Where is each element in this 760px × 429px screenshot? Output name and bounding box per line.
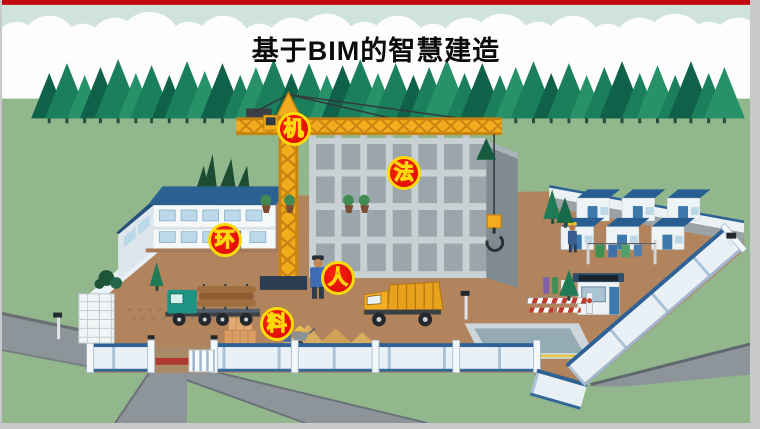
- log-truck: [165, 283, 260, 326]
- office-building: [116, 153, 291, 281]
- boom-barrier: [527, 292, 593, 314]
- camera-icon: [460, 290, 470, 296]
- cabin: [651, 217, 695, 250]
- picket-gate: [188, 349, 216, 373]
- dormitory-cabins: [560, 189, 711, 265]
- gate-camera-icon: [210, 335, 218, 340]
- white-block-stack: [78, 293, 115, 344]
- badge-method: 法: [386, 155, 421, 190]
- right-perimeter-wall: [565, 222, 748, 387]
- badge-char-material: 料: [266, 312, 287, 335]
- gate-camera-icon: [147, 335, 155, 340]
- striped-delineator: [557, 307, 581, 313]
- formwork-slab: [259, 276, 308, 290]
- slide-title: 基于BIM的智慧建造: [251, 36, 501, 66]
- gate-mat: [155, 357, 189, 365]
- cabin: [621, 189, 666, 222]
- camera-icon: [53, 312, 63, 318]
- striped-delineator: [529, 307, 554, 313]
- construction-site-illustration: [2, 0, 750, 423]
- dump-truck: [363, 281, 444, 327]
- fence-corner: [529, 368, 588, 410]
- cabin: [667, 189, 711, 222]
- badge-char-machine: 机: [283, 118, 304, 141]
- wheelbarrow: [291, 325, 316, 348]
- badge-material: 料: [259, 306, 294, 341]
- badge-char-method: 法: [393, 161, 414, 184]
- badge-char-environment: 环: [214, 228, 235, 251]
- vehicles: [165, 281, 444, 327]
- clothesline: [586, 239, 657, 265]
- site-pine-trees: [149, 189, 579, 301]
- office-roof: [147, 186, 291, 206]
- factor-badges-layer: 机法环人料: [2, 0, 750, 423]
- badge-char-man: 人: [327, 267, 348, 290]
- camera-icon: [726, 232, 737, 239]
- presentation-slide: 基于BIM的智慧建造 机法环人料: [2, 0, 750, 423]
- surveillance-cameras: [53, 232, 737, 340]
- bushes: [94, 138, 497, 289]
- badge-environment: 环: [207, 222, 242, 257]
- front-fence: [86, 335, 588, 410]
- slide-top-border: [2, 0, 750, 5]
- pine-tree-line: [31, 59, 745, 124]
- badge-man: 人: [320, 261, 355, 296]
- roads: [2, 311, 750, 423]
- badge-machine: 机: [276, 112, 311, 147]
- potted-plants: [260, 194, 370, 213]
- crane-hook: [485, 227, 505, 252]
- cabin: [576, 189, 621, 222]
